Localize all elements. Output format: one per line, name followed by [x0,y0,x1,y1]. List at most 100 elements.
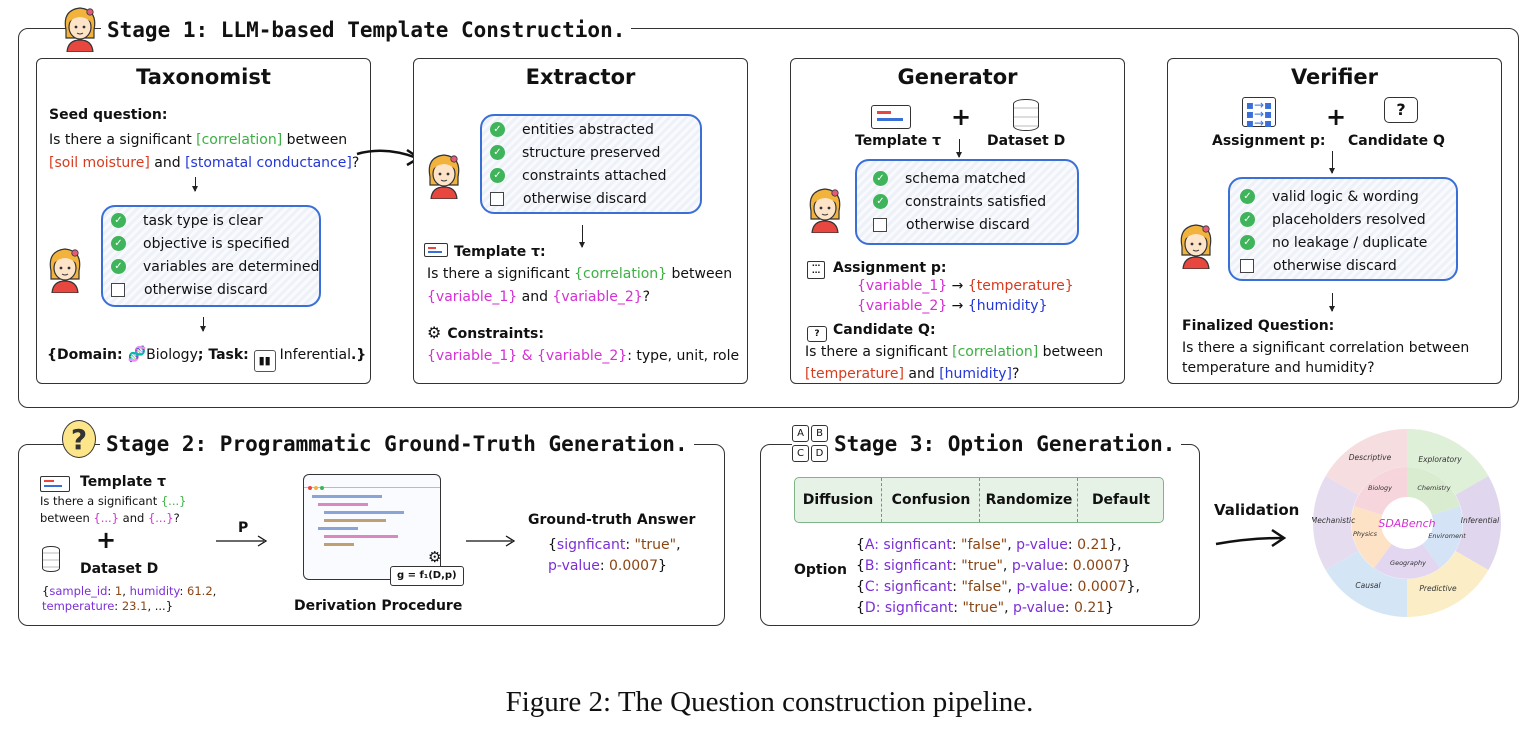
generator-title: Generator [897,65,1018,89]
stage2-template-text: Is there a significant {...} between {..… [40,494,187,525]
stage2-dataset-label: Dataset D [80,561,159,577]
constraints-label: ⚙Constraints: [427,323,544,342]
check-item: ✓placeholders resolved [1240,208,1456,231]
check-item: ✓variables are determined [111,255,319,278]
generator-panel: Generator + Template τ Dataset D ✓schema… [790,58,1125,384]
strategy-default: Default [1077,478,1164,522]
check-icon: ✓ [873,194,888,209]
checkbox-icon [1240,258,1254,273]
p-arrow-label: P [238,520,249,536]
verifier-title: Verifier [1290,65,1379,89]
template-text: Is there a significant {correlation} bet… [427,266,733,305]
strategy-bar: Diffusion Confusion Randomize Default [794,477,1164,523]
validation-label: Validation [1214,501,1300,519]
down-arrow [1329,293,1335,312]
extractor-girl-icon [424,151,464,199]
finalized-question-text: Is there a significant correlation betwe… [1182,340,1470,376]
wheel-label-exploratory: Exploratory [1418,455,1462,464]
stage2-dataset-text: {sample_id: 1, humidity: 61.2, temperatu… [42,584,217,613]
ground-truth-label: Ground-truth Answer [528,512,696,528]
check-item: ✓task type is clear [111,209,319,232]
benchmark-wheel: Descriptive Exploratory Inferential Pred… [1312,429,1501,617]
down-arrow [200,317,206,332]
wheel-inner-2 [1374,523,1440,579]
assignment-icon: ⋯⋯ [807,261,825,279]
plus-sign: + [96,526,117,554]
template-icon [871,105,911,129]
assignment-mappings: {variable_1} → {temperature} {variable_2… [857,278,1074,314]
wheel-label-physics: Physics [1353,530,1378,538]
down-arrow [956,139,962,158]
generator-check-bubble: ✓schema matched ✓constraints satisfied o… [855,159,1079,245]
check-item: otherwise discard [111,278,319,301]
wheel-label-predictive: Predictive [1419,584,1457,593]
extractor-title: Extractor [525,65,636,89]
finalized-question-label: Finalized Question: [1182,318,1335,334]
option-b: {B: signficant: "true", p-value: 0.0007} [856,558,1131,574]
assignment-input-label: Assignment p: [1212,133,1326,149]
check-item: otherwise discard [873,213,1077,236]
figure-caption: Figure 2: The Question construction pipe… [505,686,1034,718]
check-item: ✓schema matched [873,167,1077,190]
check-item: ✓valid logic & wording [1240,185,1456,208]
stage2-title: Stage 2: Programmatic Ground-Truth Gener… [100,432,694,456]
option-d: {D: signficant: "true", p-value: 0.21} [856,600,1115,616]
check-icon: ✓ [490,168,505,183]
taxonomist-panel: Taxonomist Seed question: Is there a sig… [36,58,371,384]
check-icon: ✓ [111,213,126,228]
candidate-input-label: Candidate Q [1348,133,1445,149]
check-icon: ✓ [111,236,126,251]
strategy-randomize: Randomize [979,478,1078,522]
gear-icon: ⚙ [428,548,442,566]
lightbulb-icon: ? [62,420,96,458]
generator-girl-icon [805,185,845,233]
constraints-text: {variable_1} & {variable_2}: type, unit,… [427,348,740,364]
wheel-center-label: SDABench [1378,517,1435,530]
derivation-procedure-label: Derivation Procedure [294,598,463,614]
check-icon: ✓ [111,259,126,274]
checkbox-icon [490,191,504,206]
question-bubble-icon: ? [1384,97,1418,123]
plus-sign: + [1326,103,1347,131]
wheel-label-mechanistic: Mechanistic [1312,516,1356,525]
option-a: {A: signficant: "false", p-value: 0.21}, [856,537,1122,553]
template-icon [40,476,70,492]
wheel-label-biology: Biology [1368,484,1392,492]
strategy-diffusion: Diffusion [802,492,874,508]
database-icon [42,546,60,572]
check-item: ✓no leakage / duplicate [1240,231,1456,254]
wheel-label-geography: Geography [1390,559,1426,567]
check-item: ✓structure preserved [490,141,700,164]
check-icon: ✓ [490,145,505,160]
template-icon [424,243,448,257]
dna-icon: 🧬 [127,345,147,363]
check-item: otherwise discard [490,187,700,210]
seed-question-text: Is there a significant [correlation] bet… [49,132,360,171]
down-arrow [1329,151,1335,174]
database-icon [1013,99,1039,131]
check-item: ✓entities abstracted [490,118,700,141]
taxonomist-check-bubble: ✓task type is clear ✓objective is specif… [101,205,321,307]
check-icon: ✓ [490,122,505,137]
assignment-icon: ▪→▪▪→▪▪→▪ [1242,97,1276,129]
stage1-title: Stage 1: LLM-based Template Construction… [101,18,632,42]
code-formula-label: g = f₁(D,p) [390,566,464,586]
verifier-girl-icon [1176,221,1216,269]
taxonomist-girl-icon [45,245,85,293]
candidate-label: ?Candidate Q: [807,319,936,342]
wheel-label-descriptive: Descriptive [1349,453,1392,462]
check-item: ✓objective is specified [111,232,319,255]
check-item: ✓constraints satisfied [873,190,1077,213]
arrow-to-answer [466,535,516,547]
verifier-check-bubble: ✓valid logic & wording ✓placeholders res… [1228,177,1458,281]
option-c: {C: signficant: "false", p-value: 0.0007… [856,579,1140,595]
dataset-input-label: Dataset D [987,133,1066,149]
check-icon: ✓ [1240,235,1255,250]
plus-sign: + [951,103,972,131]
check-icon: ✓ [1240,212,1255,227]
seed-question-label: Seed question: [49,107,168,123]
domain-task-result: {Domain: 🧬Biology; Task: ▮▮Inferential.} [47,343,366,372]
stage2-template-label: Template τ [80,474,167,490]
option-list: {A: signficant: "false", p-value: 0.21},… [856,535,1140,619]
down-arrow [192,177,198,192]
